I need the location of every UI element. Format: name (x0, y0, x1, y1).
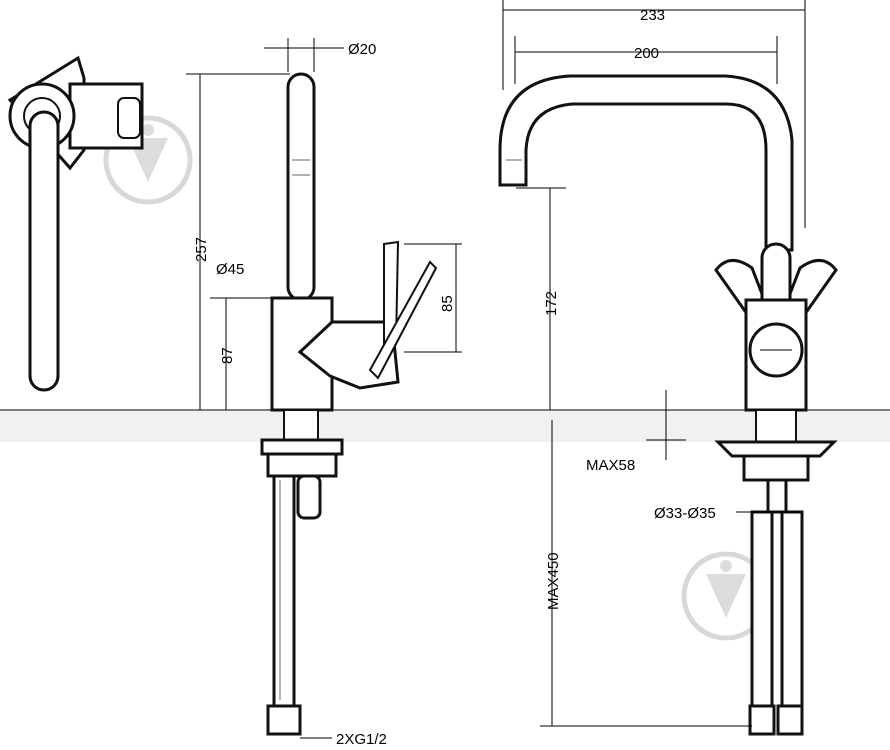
dimension-lines (186, 0, 806, 739)
countertop (0, 409, 890, 442)
dim-diameter-spout: Ø20 (348, 41, 376, 58)
dim-max-counter-thickness: MAX58 (586, 457, 635, 474)
dim-height-body: 87 (219, 347, 236, 364)
dim-height-total: 257 (193, 237, 210, 262)
dim-width-spout: 200 (634, 45, 659, 62)
dim-diameter-body: Ø45 (216, 261, 244, 278)
dim-connection-thread: 2XG1/2 (336, 731, 387, 748)
top-view (7, 55, 144, 392)
side-view (260, 72, 438, 736)
front-view (498, 74, 838, 736)
dimension-labels: 233 200 Ø20 257 Ø45 87 85 172 MAX58 Ø33-… (193, 7, 716, 748)
dim-hole-diameter: Ø33-Ø35 (654, 505, 716, 522)
dim-max-hose-length: MAX450 (545, 552, 562, 610)
dim-height-lever: 85 (439, 295, 456, 312)
dim-width-overall: 233 (640, 7, 665, 24)
dim-height-spout-outlet: 172 (543, 291, 560, 316)
